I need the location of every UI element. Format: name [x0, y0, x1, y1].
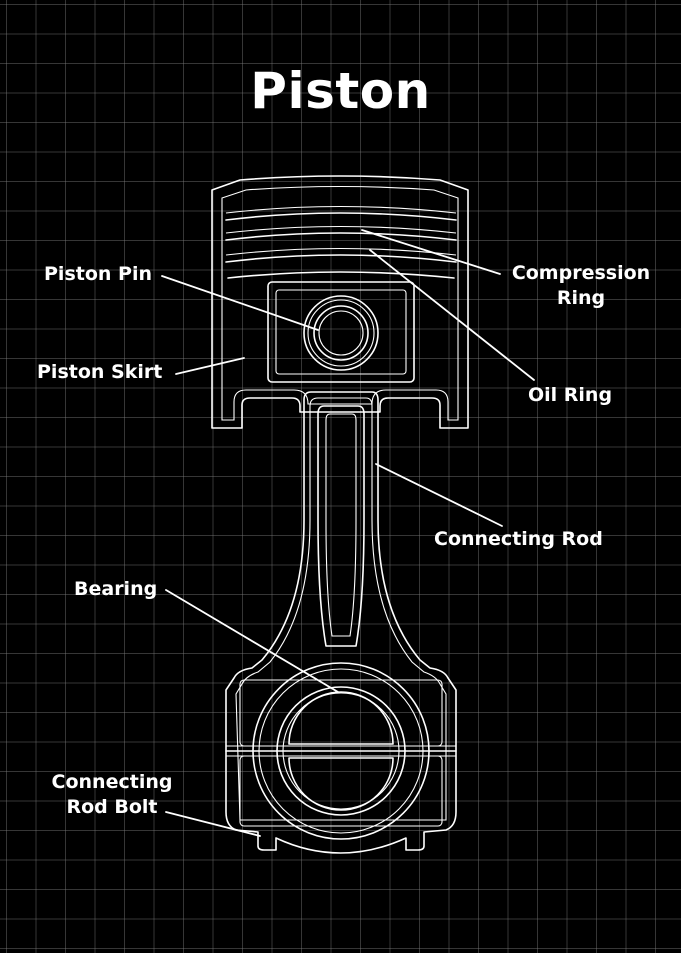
leader-compression-ring	[361, 229, 501, 275]
leader-connecting-rod	[375, 463, 503, 527]
label-connecting-rod-bolt-line-1: Connecting	[51, 771, 173, 793]
leader-piston-pin	[161, 275, 319, 331]
label-piston-skirt: Piston Skirt	[37, 361, 163, 383]
label-bearing: Bearing	[74, 578, 158, 600]
piston-pin	[303, 295, 379, 371]
leader-oil-ring	[369, 249, 535, 381]
label-connecting-rod: Connecting Rod	[434, 528, 603, 550]
label-connecting-rod-bolt: Connecting Rod Bolt	[40, 770, 184, 820]
leader-bearing	[165, 589, 339, 693]
label-oil-ring: Oil Ring	[528, 384, 613, 406]
leader-lines	[161, 229, 535, 837]
label-connecting-rod-bolt-line-2: Rod Bolt	[66, 796, 158, 818]
pin-boss	[267, 281, 415, 383]
label-piston-pin: Piston Pin	[44, 263, 152, 285]
page-title: Piston	[250, 62, 431, 120]
bearing	[252, 662, 430, 840]
piston-body	[211, 175, 469, 429]
label-compression-ring-line-2: Ring	[556, 287, 606, 309]
label-compression-ring-line-1: Compression	[511, 262, 651, 284]
label-compression-ring: Compression Ring	[504, 261, 658, 311]
connecting-rod	[225, 391, 457, 854]
leader-connecting-rod-bolt	[165, 811, 261, 837]
leader-piston-skirt	[175, 357, 245, 375]
big-end	[225, 679, 457, 827]
